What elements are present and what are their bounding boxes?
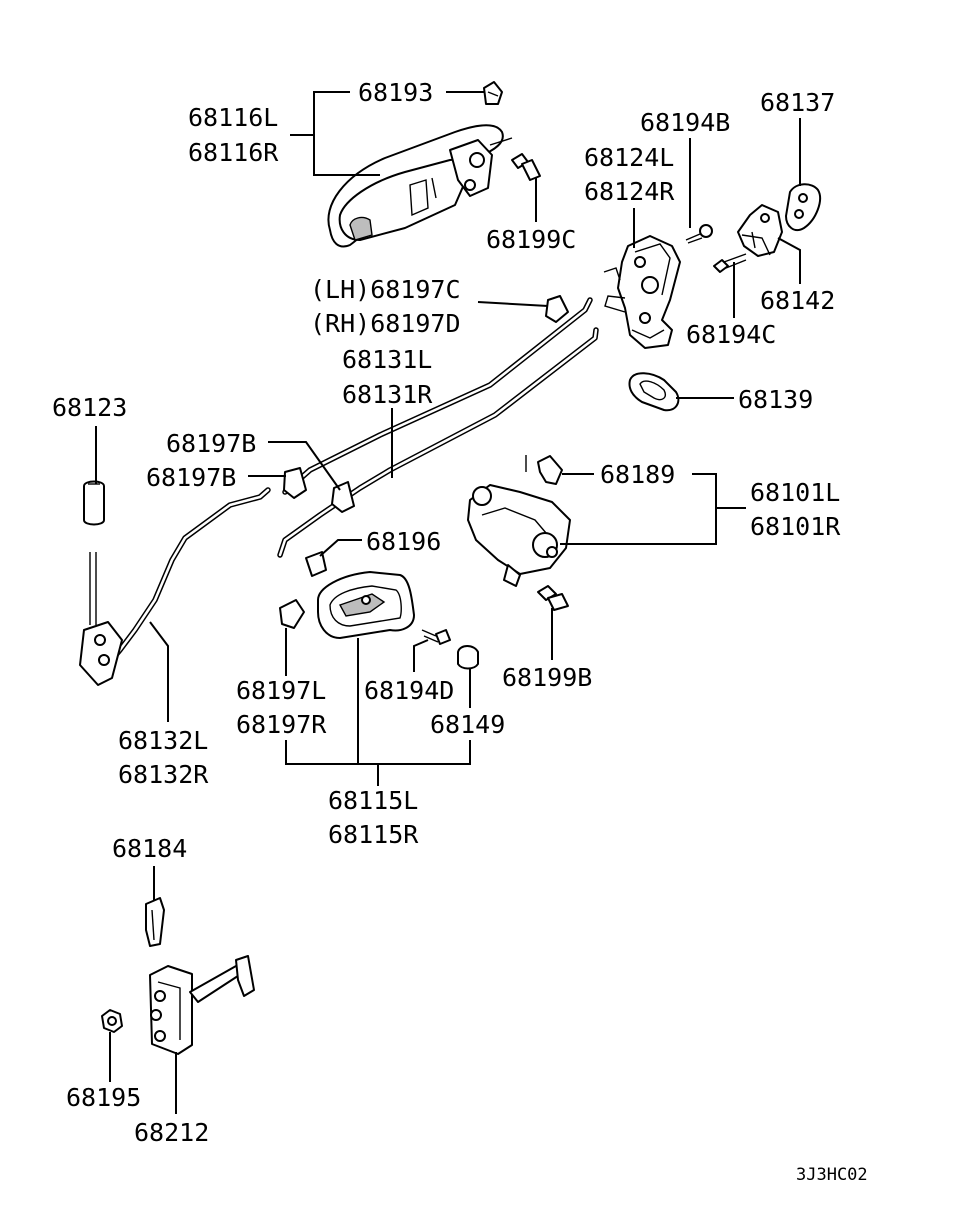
label-68124r: 68124R	[584, 177, 675, 206]
rod-68131-drawing	[277, 297, 599, 558]
label-68199b: 68199B	[502, 663, 592, 692]
label-68131r: 68131R	[342, 380, 433, 409]
door-latch-drawing	[603, 235, 681, 349]
label-68195: 68195	[66, 1083, 141, 1112]
label-68115l: 68115L	[328, 786, 418, 815]
diagram-code: 3J3HC02	[796, 1165, 868, 1185]
screw-68194c-drawing	[713, 253, 747, 273]
clip-68196-drawing	[305, 551, 327, 577]
gasket-68137-drawing	[785, 183, 822, 232]
lock-lever-drawing	[79, 552, 123, 686]
label-68139: 68139	[738, 385, 813, 414]
label-68101l: 68101L	[750, 478, 840, 507]
label-68193: 68193	[358, 78, 433, 107]
label-68116r: 68116R	[188, 138, 279, 167]
lock-actuator-drawing	[467, 455, 571, 587]
outside-handle-drawing	[327, 124, 513, 248]
label-68132r: 68132R	[118, 760, 209, 789]
label-68194c: 68194C	[686, 320, 776, 349]
gasket-68139-drawing	[628, 372, 680, 412]
label-68194d: 68194D	[364, 676, 454, 705]
clip-68197c-drawing	[545, 295, 569, 323]
part-labels: 68193 68116L 68116R 68199C 68194B 68124L…	[52, 78, 868, 1185]
label-68142: 68142	[760, 286, 835, 315]
label-68131l: 68131L	[342, 345, 432, 374]
bolt-68199b-drawing	[537, 585, 569, 611]
label-68197d: (RH)68197D	[310, 309, 461, 338]
label-68199c: 68199C	[486, 225, 576, 254]
label-68197l: 68197L	[236, 676, 326, 705]
cap-68123-drawing	[83, 480, 105, 526]
label-68184: 68184	[112, 834, 187, 863]
door-check-drawing	[149, 955, 255, 1055]
screw-68194d-drawing	[421, 629, 451, 645]
label-68189: 68189	[600, 460, 675, 489]
clip-68189-drawing	[537, 455, 563, 485]
clip-68193-drawing	[483, 81, 503, 105]
label-68196: 68196	[366, 527, 441, 556]
striker-68142-drawing	[737, 204, 783, 257]
label-68194b: 68194B	[640, 108, 730, 137]
clip-68197l-drawing	[279, 599, 305, 629]
screw-68194b-drawing	[685, 224, 713, 244]
inside-handle-drawing	[317, 571, 415, 639]
label-68137: 68137	[760, 88, 835, 117]
label-68115r: 68115R	[328, 820, 419, 849]
label-68197b-upper: 68197B	[166, 429, 256, 458]
label-68123: 68123	[52, 393, 127, 422]
label-68197b-lower: 68197B	[146, 463, 236, 492]
leader-lines	[95, 91, 801, 1114]
label-68124l: 68124L	[584, 143, 674, 172]
nut-68195-drawing	[101, 1009, 123, 1033]
label-68116l: 68116L	[188, 103, 278, 132]
pin-68184-drawing	[145, 897, 165, 947]
rod-68132-drawing	[102, 487, 271, 671]
label-68197c: (LH)68197C	[310, 275, 461, 304]
label-68197r: 68197R	[236, 710, 327, 739]
label-68149: 68149	[430, 710, 505, 739]
label-68101r: 68101R	[750, 512, 841, 541]
cover-68149-drawing	[457, 645, 479, 670]
clips-68197b-drawing	[283, 467, 355, 513]
label-68212: 68212	[134, 1118, 209, 1147]
bolt-68199c-drawing	[511, 153, 541, 181]
label-68132l: 68132L	[118, 726, 208, 755]
